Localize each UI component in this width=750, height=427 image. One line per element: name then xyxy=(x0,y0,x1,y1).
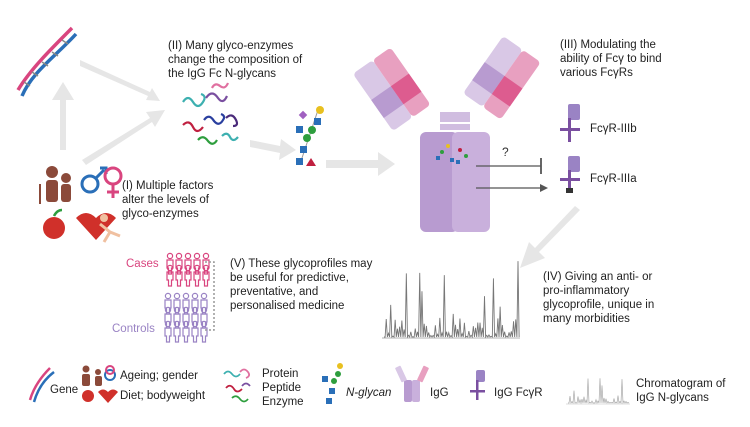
case-figure-7 xyxy=(184,264,192,287)
arrow-factors-to-gene xyxy=(52,82,74,150)
controls-label: Controls xyxy=(112,323,155,335)
legend-dna-icon xyxy=(28,367,55,403)
step-ii-text: (II) Many glyco-enzymes change the compo… xyxy=(168,39,302,81)
legend-chromatogram-line-2: IgG N-glycans xyxy=(636,392,709,404)
step-iii-text: (III) Modulating the ability of Fcγ to b… xyxy=(560,38,662,80)
n-glycan-icon xyxy=(296,106,324,166)
legend-ageing-icon xyxy=(82,365,116,386)
step-v-line-2: be useful for predictive, xyxy=(230,272,349,284)
legend-diet-icon xyxy=(82,389,118,403)
step-ii-line-3: the IgG Fc N-glycans xyxy=(168,67,302,81)
legend-enzymes-label: Protein Peptide Enzyme xyxy=(262,367,304,409)
step-v-line-1: (V) These glycoprofiles may xyxy=(230,258,373,270)
igg-glycans xyxy=(436,144,468,164)
arrow-glycan-to-igg xyxy=(326,152,395,176)
step-iv-line-1: (IV) Giving an anti- or xyxy=(543,271,653,283)
step-i-line-1: (I) Multiple factors xyxy=(122,180,214,192)
step-i-text: (I) Multiple factors alter the levels of… xyxy=(122,179,213,221)
fcgr-iiia-icon xyxy=(560,156,580,193)
case-figure-6 xyxy=(175,264,183,287)
step-v-text: (V) These glycoprofiles may be useful fo… xyxy=(230,257,372,313)
legend-igg-icon xyxy=(395,365,429,402)
legend-diet-label: Diet; bodyweight xyxy=(120,390,206,402)
step-ii-line-1: (II) Many glyco-enzymes xyxy=(168,40,294,52)
igg-antibody-icon xyxy=(354,37,540,232)
arrow-gene-to-enzymes xyxy=(80,60,160,101)
fcgr-iiib-label: FcγR-IIIb xyxy=(590,123,637,135)
grouping-bracket xyxy=(205,261,215,331)
fcgr-iiia-label: FcγR-IIIa xyxy=(590,173,637,185)
step-v-line-4: personalised medicine xyxy=(230,300,345,312)
arrow-enzymes-to-glycan xyxy=(250,139,296,160)
question-mark: ? xyxy=(502,145,509,159)
step-iii-line-2: ability of Fcγ to bind xyxy=(560,53,662,65)
step-i-line-2: alter the levels of xyxy=(122,194,209,206)
case-figure-5 xyxy=(166,264,174,287)
legend-enzymes-line-1: Protein xyxy=(262,368,299,380)
fcgr-iiib-icon xyxy=(560,104,580,142)
step-ii-line-2: change the composition of xyxy=(168,54,303,66)
legend-ageing-label: Ageing; gender xyxy=(120,370,199,382)
chromatogram-icon xyxy=(382,261,520,339)
case-figure-9 xyxy=(202,264,210,287)
cases-people xyxy=(166,252,210,287)
diet-bodyweight-icons xyxy=(43,208,121,243)
control-figure-10 xyxy=(164,320,172,343)
controls-people xyxy=(164,292,208,343)
step-ii-line-3-text: the IgG Fc N-glycans xyxy=(168,68,277,80)
legend-chromatogram-label: Chromatogram of IgG N-glycans xyxy=(636,377,725,405)
step-iv-text: (IV) Giving an anti- or pro-inflammatory… xyxy=(543,270,654,326)
arrow-fcgr-to-chrom xyxy=(520,206,580,268)
case-figure-8 xyxy=(193,264,201,287)
step-iii-line-3: various FcγRs xyxy=(560,67,633,79)
arrow-factors-to-enzymes xyxy=(82,110,165,165)
legend-enzyme-icon xyxy=(223,368,251,403)
legend-n-glycan-icon xyxy=(322,363,343,404)
enzymes-cluster xyxy=(182,82,239,145)
legend-icons xyxy=(28,363,630,405)
step-iv-line-2: pro-inflammatory xyxy=(543,285,630,297)
cases-label: Cases xyxy=(126,258,159,270)
step-i-line-3: glyco-enzymes xyxy=(122,208,199,220)
control-figure-14 xyxy=(200,320,208,343)
step-iv-line-4: many morbidities xyxy=(543,313,630,325)
step-iv-line-3: glycoprofile, unique in xyxy=(543,299,655,311)
legend-chromatogram-icon xyxy=(566,378,630,405)
legend-chromatogram-line-1: Chromatogram of xyxy=(636,378,726,390)
legend-enzymes-line-3: Enzyme xyxy=(262,396,304,408)
legend-gene-label: Gene xyxy=(50,384,79,396)
step-iii-line-1: (III) Modulating the xyxy=(560,39,656,51)
dna-icon xyxy=(16,26,78,97)
legend-fcgr-icon xyxy=(470,370,485,400)
control-figure-13 xyxy=(191,320,199,343)
step-v-line-3: preventative, and xyxy=(230,286,319,298)
binding-arrows xyxy=(476,158,548,192)
ageing-gender-icons xyxy=(39,166,123,204)
flow-arrows xyxy=(52,60,580,268)
control-figure-12 xyxy=(182,320,190,343)
legend-fcgr-label: IgG FcγR xyxy=(494,387,543,399)
legend-enzymes-line-2: Peptide xyxy=(262,382,302,394)
control-figure-11 xyxy=(173,320,181,343)
legend-n-glycan-label: N-glycan xyxy=(346,387,392,399)
legend-igg-label: IgG xyxy=(430,387,449,399)
